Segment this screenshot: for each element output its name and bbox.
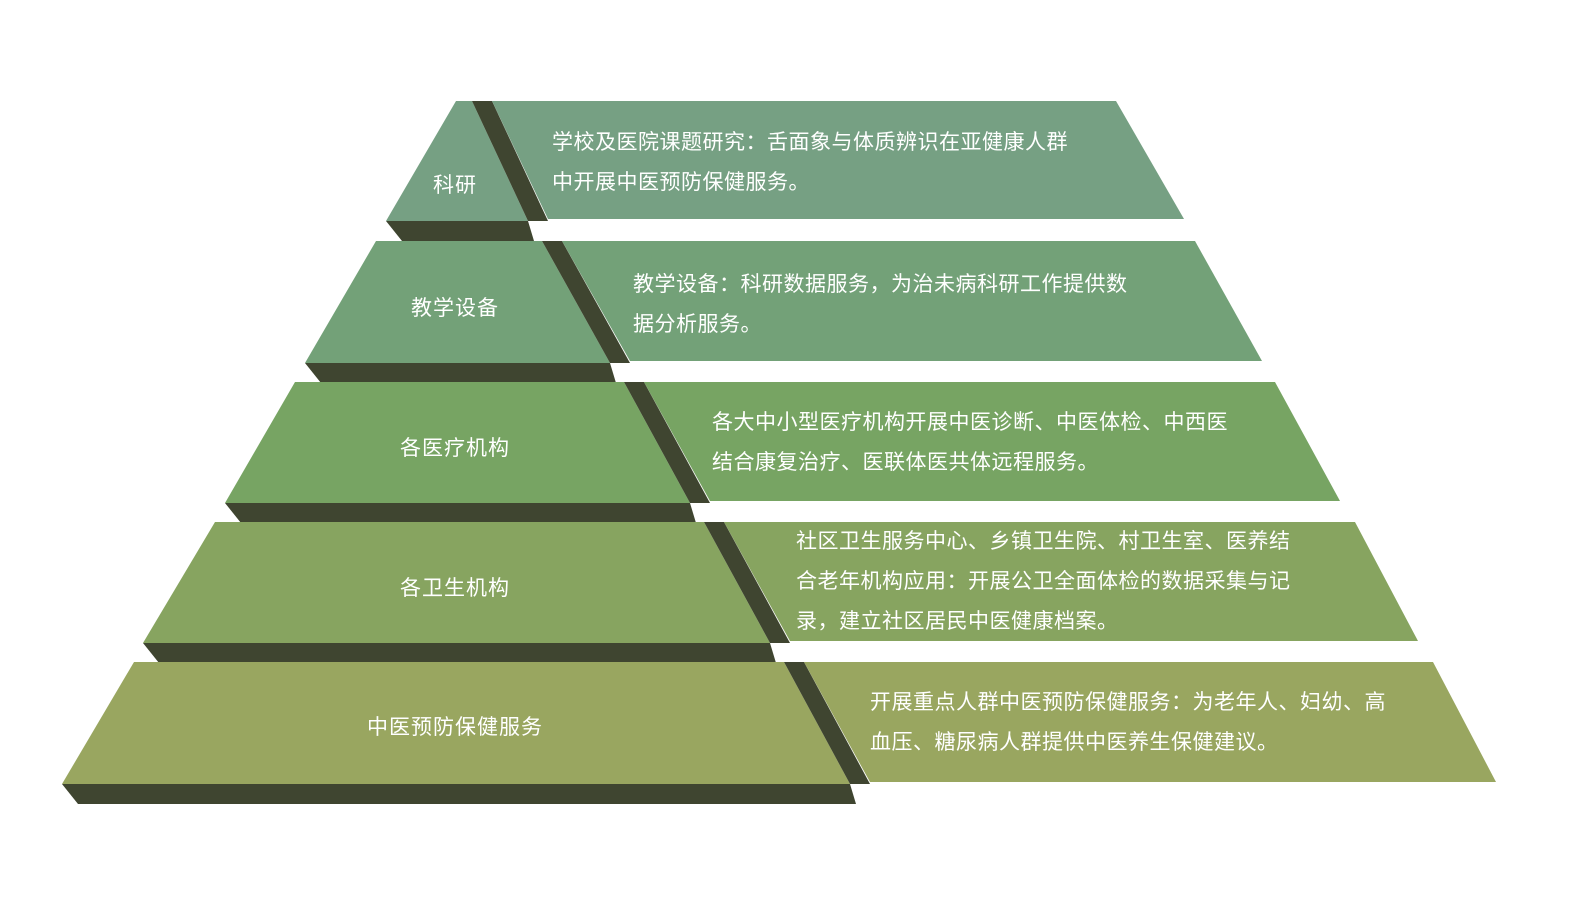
tier-1-line-2: 中开展中医预防保健服务。 (552, 170, 810, 194)
tier-5-line-2: 血压、糖尿病人群提供中医养生保健建议。 (870, 730, 1279, 754)
tier-2-label: 教学设备 (411, 296, 499, 320)
tier-4-right-band (724, 522, 1418, 641)
tier-5-description: 开展重点人群中医预防保健服务：为老年人、妇幼、高 血压、糖尿病人群提供中医养生保… (870, 682, 1386, 762)
tier-5-left-face (62, 662, 850, 784)
tier-4-seam-shadow (704, 522, 790, 643)
tier-2-line-2: 据分析服务。 (633, 312, 762, 336)
tier-4-left-face (143, 522, 770, 643)
tier-2-description: 教学设备：科研数据服务，为治未病科研工作提供数 据分析服务。 (633, 264, 1128, 344)
tier-2-base-shadow (305, 363, 616, 383)
tier-5-right-band (804, 662, 1496, 782)
tier-3-right-band (644, 382, 1340, 501)
tier-2-right-band (562, 241, 1262, 361)
tier-4-line-3: 录，建立社区居民中医健康档案。 (796, 609, 1119, 633)
tier-3-base-shadow (225, 503, 696, 523)
tier-5-base-shadow (62, 784, 856, 804)
tier-3-line-2: 结合康复治疗、医联体医共体远程服务。 (712, 450, 1099, 474)
tier-1-right-band (492, 101, 1184, 219)
tier-1-line-1: 学校及医院课题研究：舌面象与体质辨识在亚健康人群 (552, 130, 1068, 154)
tier-4-line-2: 合老年机构应用：开展公卫全面体检的数据采集与记 (796, 569, 1291, 593)
tier-4-line-1: 社区卫生服务中心、乡镇卫生院、村卫生室、医养结 (796, 529, 1291, 553)
tier-1-description: 学校及医院课题研究：舌面象与体质辨识在亚健康人群 中开展中医预防保健服务。 (552, 122, 1068, 202)
tier-4-description: 社区卫生服务中心、乡镇卫生院、村卫生室、医养结 合老年机构应用：开展公卫全面体检… (796, 521, 1291, 641)
tier-5-seam-shadow (784, 662, 870, 784)
tier-2-line-1: 教学设备：科研数据服务，为治未病科研工作提供数 (633, 272, 1128, 296)
tier-4-base-shadow (143, 643, 776, 663)
tier-1-left-face (386, 101, 528, 221)
tier-3-left-face (225, 382, 690, 503)
tier-3-line-1: 各大中小型医疗机构开展中医诊断、中医体检、中西医 (712, 410, 1228, 434)
tier-5-label: 中医预防保健服务 (367, 715, 543, 739)
tier-2-left-face (305, 241, 610, 363)
tier-5-line-1: 开展重点人群中医预防保健服务：为老年人、妇幼、高 (870, 690, 1386, 714)
tier-1-label: 科研 (433, 173, 477, 197)
tier-2-seam-shadow (542, 241, 630, 363)
tier-1-seam-shadow (472, 101, 548, 221)
tier-4-label: 各卫生机构 (400, 576, 510, 600)
tier-1-base-shadow (386, 221, 534, 241)
tier-3-description: 各大中小型医疗机构开展中医诊断、中医体检、中西医 结合康复治疗、医联体医共体远程… (712, 402, 1228, 482)
tier-3-label: 各医疗机构 (400, 436, 510, 460)
tier-3-seam-shadow (624, 382, 710, 503)
